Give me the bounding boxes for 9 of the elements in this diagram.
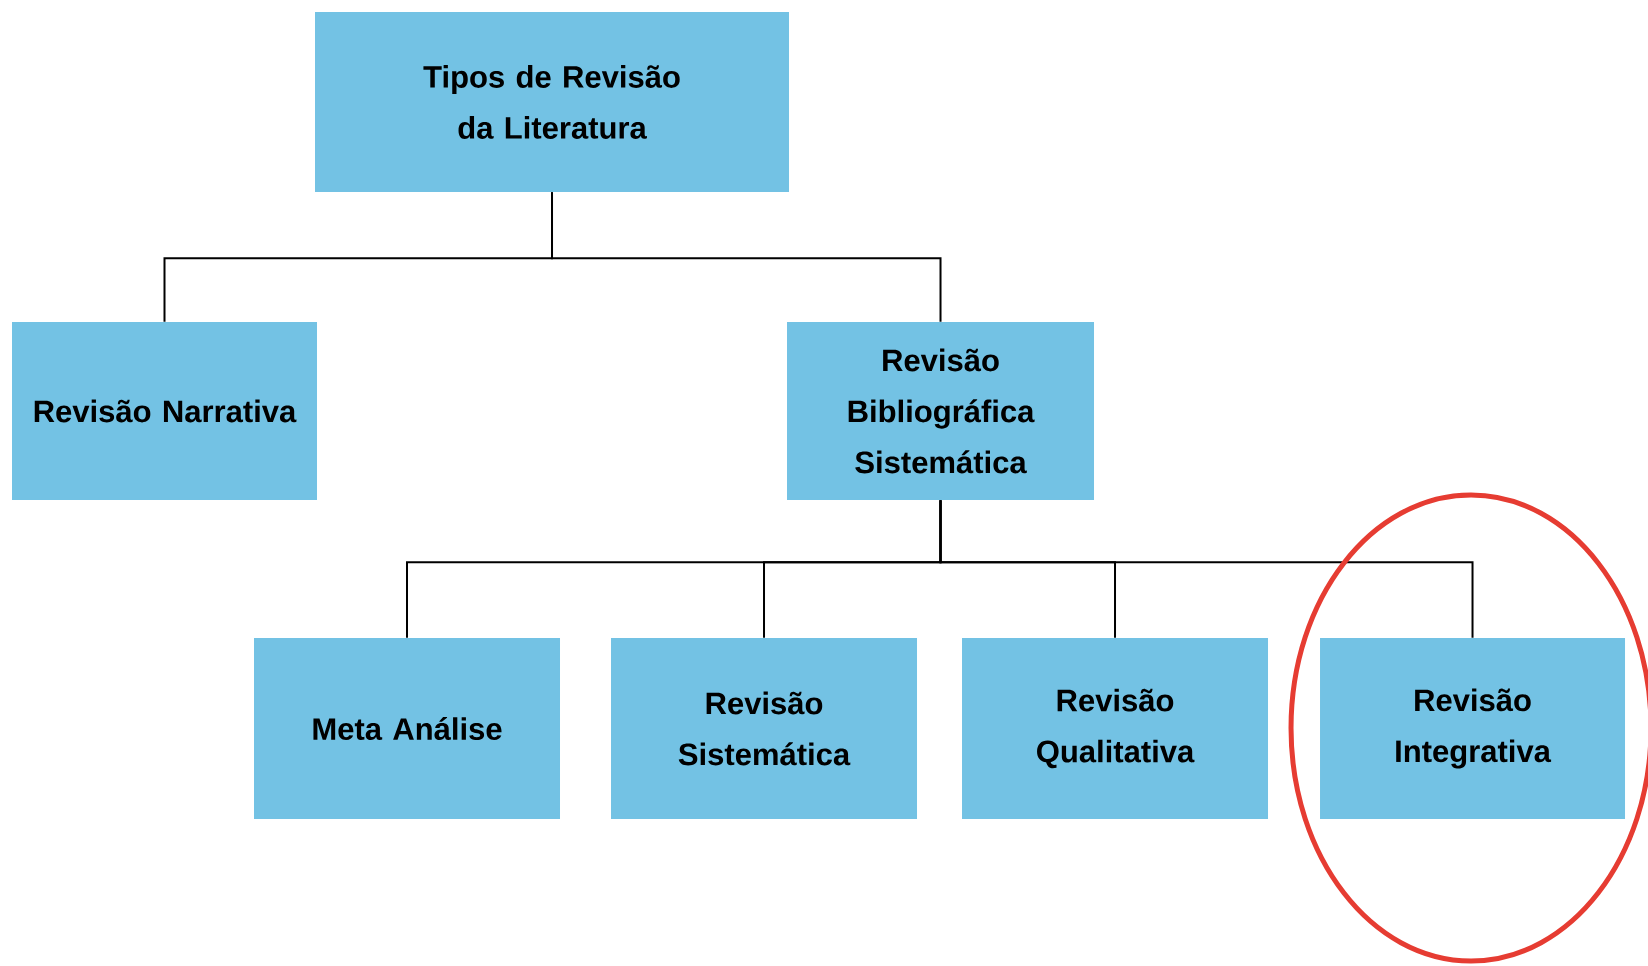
category-box: Meta Análise (254, 638, 560, 819)
connector-line (939, 499, 1474, 639)
category-box: Tipos de Revisão da Literatura (315, 12, 789, 192)
connector-line (551, 191, 942, 323)
category-box: Revisão Qualitativa (962, 638, 1268, 819)
category-box: Revisão Sistemática (611, 638, 917, 819)
category-box: Revisão Integrativa (1320, 638, 1625, 819)
category-box: Revisão Bibliográfica Sistemática (787, 322, 1094, 500)
category-box: Revisão Narrativa (12, 322, 317, 500)
